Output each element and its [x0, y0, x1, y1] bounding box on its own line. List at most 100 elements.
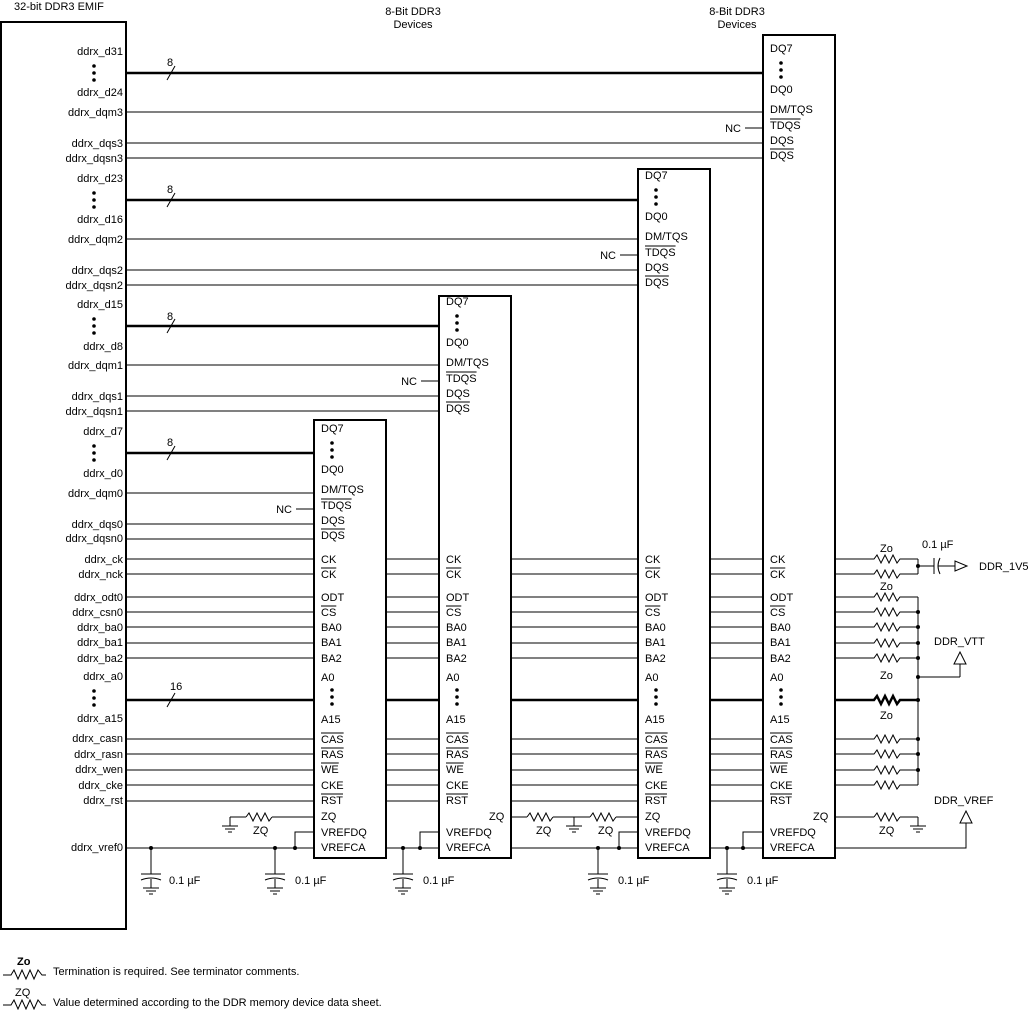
pin-dqm3: ddrx_dqm3 — [68, 107, 123, 119]
pin-d7: ddrx_d7 — [83, 426, 123, 438]
dev4-pin-ba2: BA2 — [770, 653, 791, 665]
termination-resistor — [870, 621, 918, 633]
zq-label-dev2: ZQ — [536, 825, 552, 837]
dev2-pin-ba0: BA0 — [446, 622, 467, 634]
ellipsis-dot — [330, 455, 334, 459]
device-group-label-1b: Devices — [393, 19, 433, 31]
dev3-pin-vrefca: VREFCA — [645, 842, 690, 854]
dev1-pin-cke: CKE — [321, 780, 344, 792]
dev4-pin-vrefdq: VREFDQ — [770, 827, 816, 839]
dev1-pin-tdqs: TDQS — [321, 500, 352, 512]
termination-resistor — [870, 764, 918, 776]
vref-cap-1: 0.1 µF — [140, 846, 201, 895]
dev2-pin-dqs: DQS — [446, 388, 470, 400]
bus-width-lane2: 8 — [167, 184, 173, 196]
dev2-pin-dq7: DQ7 — [446, 296, 469, 308]
dev3-pin-a0: A0 — [645, 672, 658, 684]
ellipsis-dot — [779, 702, 783, 706]
dev4-pin-vrefca: VREFCA — [770, 842, 815, 854]
dev1-pin-a0: A0 — [321, 672, 334, 684]
termination-resistor — [870, 553, 918, 565]
dev3-pin-ck: CK — [645, 554, 661, 566]
legend-zo-title: Zo — [17, 956, 31, 968]
zq-pin-dev2: ZQ — [489, 811, 505, 823]
dev3-pin-dq7: DQ7 — [645, 170, 668, 182]
dev4-pin-cs: CS — [770, 607, 785, 619]
dev1-pin-dq7: DQ7 — [321, 423, 344, 435]
dev4-pin-ckn: CK — [770, 569, 786, 581]
dev1-pin-rst: RST — [321, 795, 343, 807]
dev3-pin-ras: RAS — [645, 749, 668, 761]
termination-resistor — [870, 693, 918, 707]
dev1-pin-ras: RAS — [321, 749, 344, 761]
dev2-pin-dq0: DQ0 — [446, 337, 469, 349]
ddr3-device-2 — [438, 295, 512, 859]
pin-d31: ddrx_d31 — [77, 46, 123, 58]
pin-dqsn0: ddrx_dqsn0 — [66, 533, 124, 545]
dev2-pin-cs: CS — [446, 607, 461, 619]
termination-resistor — [870, 652, 918, 664]
termination-resistor — [870, 591, 918, 603]
nc-label-dev3: NC — [600, 250, 616, 262]
dev4-pin-cas: CAS — [770, 734, 793, 746]
bus-width-lane0: 8 — [167, 437, 173, 449]
device-4-pin-labels: DQ7DQ0DM/TQSTDQSDQSDQSCKCKODTCSBA0BA1BA2… — [770, 43, 816, 854]
pin-ba1: ddrx_ba1 — [77, 637, 123, 649]
ddr-vtt-label: DDR_VTT — [934, 636, 985, 648]
pin-dqsn2: ddrx_dqsn2 — [66, 280, 124, 292]
legend-zq-text: Value determined according to the DDR me… — [53, 997, 382, 1009]
dev2-pin-ras: RAS — [446, 749, 469, 761]
dev2-pin-ck: CK — [446, 554, 462, 566]
ellipsis-dot — [779, 688, 783, 692]
ellipsis-dot — [455, 314, 459, 318]
ellipsis-dot — [654, 688, 658, 692]
ellipsis-dot — [654, 188, 658, 192]
dev3-pin-ba0: BA0 — [645, 622, 666, 634]
dev3-pin-rst: RST — [645, 795, 667, 807]
dev2-pin-rst: RST — [446, 795, 468, 807]
device-1-pin-labels: DQ7DQ0DM/TQSTDQSDQSDQSCKCKODTCSBA0BA1BA2… — [321, 423, 367, 854]
dev3-pin-zq: ZQ — [645, 811, 661, 823]
dev1-pin-zq: ZQ — [321, 811, 337, 823]
dev1-pin-vrefca: VREFCA — [321, 842, 366, 854]
ellipsis-dot — [455, 702, 459, 706]
termination-resistor — [870, 568, 918, 580]
dev2-pin-ba2: BA2 — [446, 653, 467, 665]
pin-d24: ddrx_d24 — [77, 87, 123, 99]
ellipsis-dot — [455, 695, 459, 699]
vref-cap-4: 0.1 µF — [587, 846, 650, 895]
dev4-pin-ba1: BA1 — [770, 637, 791, 649]
dev3-pin-dqsn: DQS — [645, 277, 669, 289]
zq-label-dev4: ZQ — [879, 825, 895, 837]
dev4-pin-ras: RAS — [770, 749, 793, 761]
pin-dqsn3: ddrx_dqsn3 — [66, 153, 124, 165]
pin-d15: ddrx_d15 — [77, 299, 123, 311]
ellipsis-dot — [654, 695, 658, 699]
dev3-pin-a15: A15 — [645, 714, 665, 726]
zq-label-dev1: ZQ — [253, 825, 269, 837]
dev2-pin-dm: DM/TQS — [446, 357, 489, 369]
termination-resistor — [870, 779, 918, 791]
pin-ba2: ddrx_ba2 — [77, 653, 123, 665]
ellipsis-dot — [654, 202, 658, 206]
pin-nck: ddrx_nck — [78, 569, 123, 581]
cap-value-1: 0.1 µF — [169, 875, 201, 887]
emif-title: 32-bit DDR3 EMIF — [14, 1, 104, 13]
dev4-pin-ba0: BA0 — [770, 622, 791, 634]
ellipsis-dot — [654, 702, 658, 706]
ellipsis-dot — [330, 688, 334, 692]
pin-ba0: ddrx_ba0 — [77, 622, 123, 634]
legend-zo-text: Termination is required. See terminator … — [53, 966, 299, 978]
dev1-pin-cs: CS — [321, 607, 336, 619]
ellipsis-dot — [455, 688, 459, 692]
zo-label: Zo — [880, 670, 893, 682]
bus-width-lane1: 8 — [167, 311, 173, 323]
pin-dqsn1: ddrx_dqsn1 — [66, 406, 124, 418]
pin-cke: ddrx_cke — [78, 780, 123, 792]
ellipsis-dot — [330, 695, 334, 699]
dev1-pin-ba0: BA0 — [321, 622, 342, 634]
emif-pin-labels: ddrx_d31 ddrx_d24 ddrx_dqm3 ddrx_dqs3 dd… — [66, 46, 124, 854]
dev2-pin-odt: ODT — [446, 592, 470, 604]
dev2-pin-we: WE — [446, 764, 464, 776]
